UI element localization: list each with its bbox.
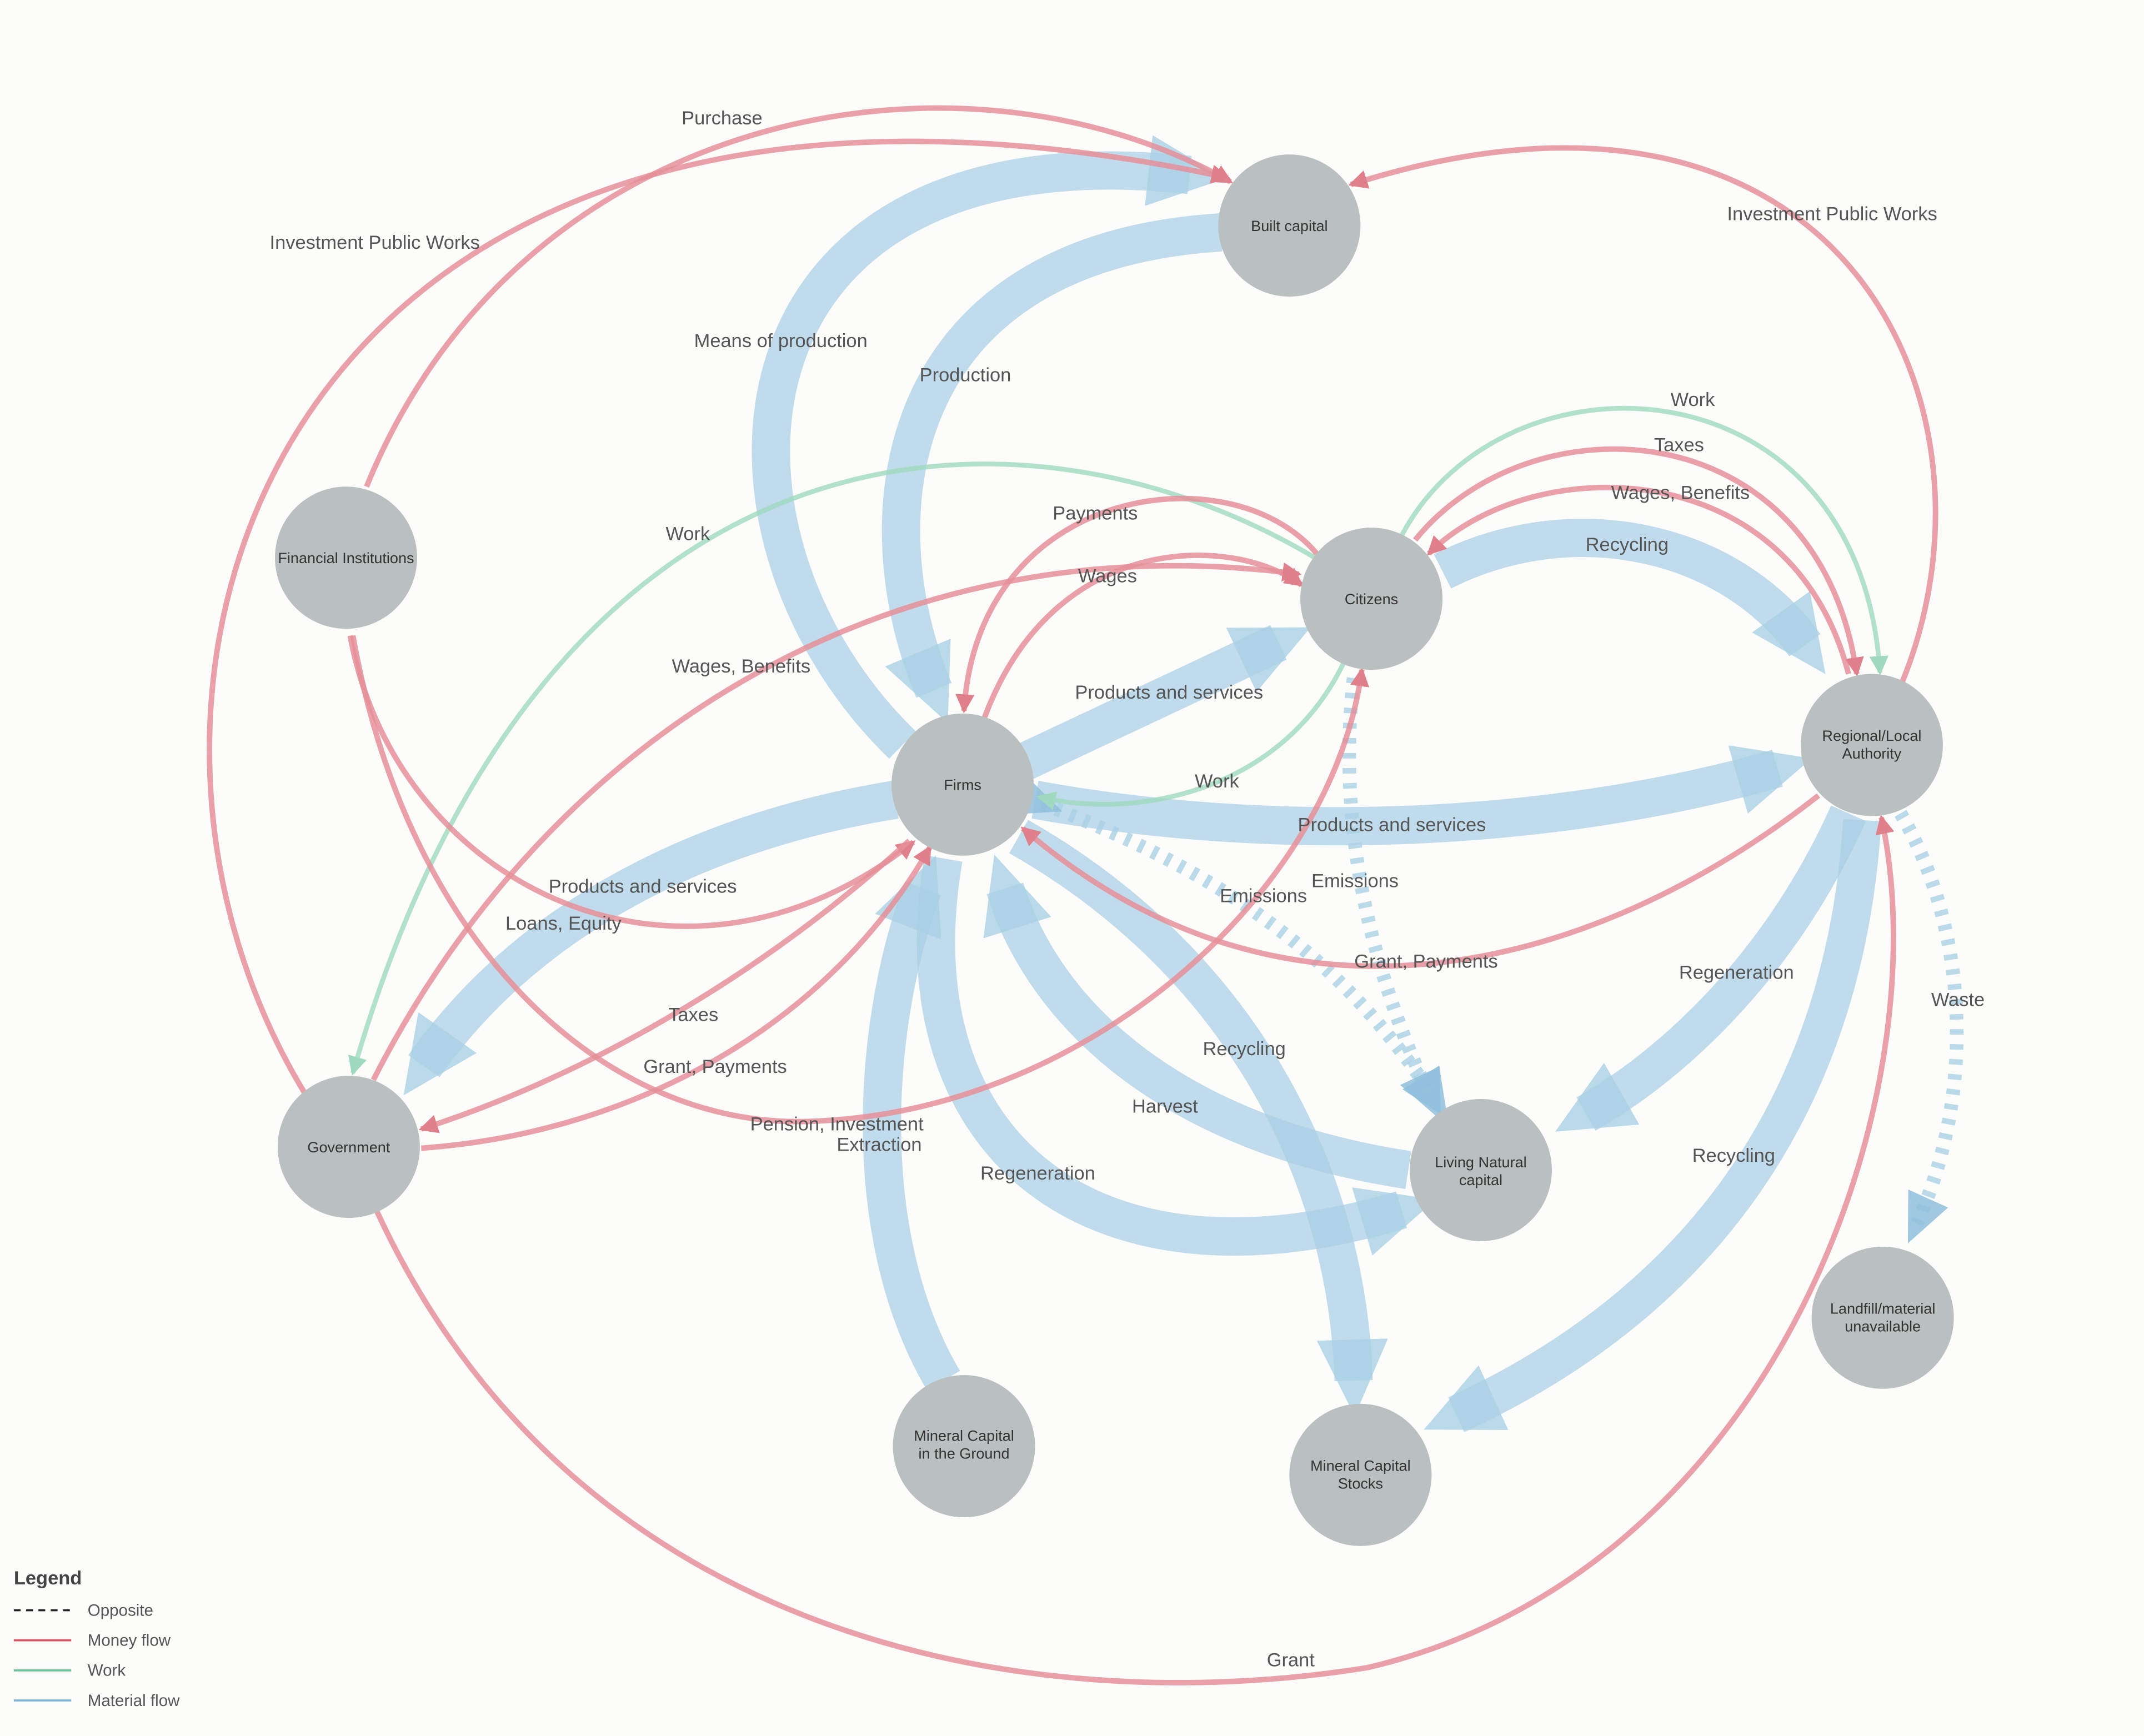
edge-ipw-government (207, 138, 1231, 1095)
legend-item-opposite: Opposite (88, 1601, 153, 1619)
edge-production (881, 213, 1223, 723)
edge-label: Extraction (836, 1135, 921, 1156)
node-label: Mineral Capital (914, 1427, 1014, 1444)
edge-label: Production (920, 365, 1011, 386)
edge-label: Emissions (1220, 886, 1307, 907)
node-firms[interactable]: Firms (891, 713, 1034, 856)
edge-wages (981, 552, 1304, 719)
node-government[interactable]: Government (277, 1076, 420, 1218)
edge-label: Work (1195, 771, 1240, 792)
edge-emissions-citizens (1342, 677, 1441, 1121)
edge-label: Investment Public Works (1727, 203, 1937, 224)
work-flows (348, 406, 1888, 1076)
node-label: unavailable (1845, 1317, 1921, 1334)
edge-wages-benefits-gov (370, 562, 1302, 1081)
edge-recycling-citizens (1434, 519, 1826, 674)
edge-label: Wages, Benefits (672, 656, 810, 677)
edge-grant (373, 815, 1896, 1685)
material-flows (403, 135, 1964, 1432)
edge-label: Products and services (1075, 682, 1263, 703)
node-financial-institutions[interactable]: Financial Institutions (274, 486, 417, 629)
edge-label: Wages (1078, 566, 1137, 587)
node-label: Financial Institutions (278, 549, 414, 566)
edge-label: Payments (1053, 503, 1138, 524)
edge-label: Taxes (668, 1005, 718, 1026)
edge-label: Work (1671, 389, 1716, 410)
legend-title: Legend (14, 1568, 82, 1589)
edge-work-government (348, 461, 1321, 1076)
node-landfill[interactable]: Landfill/material unavailable (1811, 1246, 1954, 1389)
edge-label: Pension, Investment (750, 1114, 924, 1135)
edge-label: Means of production (694, 330, 868, 352)
edge-label: Harvest (1132, 1096, 1198, 1117)
node-label: Citizens (1345, 590, 1398, 608)
edge-label: Recycling (1692, 1145, 1775, 1166)
edge-label: Loans, Equity (505, 913, 622, 934)
edge-extraction (863, 855, 960, 1391)
node-built-capital[interactable]: Built capital (1218, 154, 1361, 297)
node-label: Firms (944, 776, 981, 794)
edge-ps-citizens (1014, 625, 1311, 780)
edge-label: Products and services (1298, 815, 1486, 836)
edge-work-regional (1399, 406, 1888, 675)
edge-taxes-citizens (1412, 446, 1864, 677)
edge-label: Regeneration (980, 1163, 1095, 1184)
edge-regeneration-firms (916, 855, 1436, 1256)
edge-label: Recycling (1203, 1038, 1285, 1060)
edge-work-firms (1036, 655, 1349, 810)
edge-label: Taxes (1654, 434, 1704, 455)
edge-pension-investment (350, 635, 1370, 1125)
edge-labels: Means of production Production Products … (270, 108, 1985, 1670)
edge-label: Investment Public Works (270, 232, 480, 253)
legend-item-money: Money flow (88, 1632, 171, 1650)
edge-label: Grant, Payments (1354, 951, 1497, 972)
edge-ipw-regional (1348, 145, 1938, 688)
edge-waste (1895, 810, 1964, 1243)
edge-regeneration-regional (1555, 805, 1866, 1132)
money-flows (207, 105, 1938, 1685)
node-label: Stocks (1338, 1474, 1383, 1492)
node-mineral-capital-stocks[interactable]: Mineral Capital Stocks (1289, 1403, 1432, 1546)
edge-harvest (983, 854, 1411, 1190)
edge-wages-benefits-regional (1426, 484, 1851, 675)
node-label: Mineral Capital (1310, 1457, 1411, 1474)
edge-label: Waste (1931, 990, 1985, 1011)
node-label: Government (307, 1138, 390, 1156)
edge-label: Regeneration (1679, 962, 1794, 983)
node-mineral-capital-ground[interactable]: Mineral Capital in the Ground (893, 1375, 1035, 1518)
legend-item-work: Work (88, 1662, 126, 1680)
node-label: Built capital (1251, 217, 1328, 234)
node-label: Regional/Local (1822, 727, 1921, 744)
node-label: Landfill/material (1830, 1300, 1936, 1317)
edge-purchase (364, 105, 1233, 488)
node-label: Authority (1842, 745, 1902, 762)
node-citizens[interactable]: Citizens (1300, 528, 1443, 670)
edge-grant-payments-gov (421, 845, 933, 1151)
edge-means-of-production (752, 135, 1225, 759)
node-living-natural-capital[interactable]: Living Natural capital (1409, 1098, 1552, 1241)
nodes: Built capital Financial Institutions Cit… (274, 154, 1954, 1546)
edge-loans-equity (347, 635, 916, 929)
edge-recycling-regional (1424, 819, 1882, 1432)
edge-payments (955, 495, 1319, 714)
edge-grant-payments-regional (1020, 793, 1820, 969)
edge-label: Emissions (1311, 870, 1399, 891)
edge-label: Recycling (1586, 534, 1669, 555)
edge-label: Products and services (549, 876, 737, 897)
legend-item-material: Material flow (88, 1692, 180, 1710)
edge-taxes-firms (418, 839, 911, 1133)
node-label: in the Ground (919, 1444, 1010, 1462)
edge-ps-government (403, 780, 899, 1096)
legend: Legend Opposite Money flow Work Material… (14, 1568, 180, 1710)
edge-label: Grant, Payments (643, 1056, 787, 1077)
edge-label: Wages, Benefits (1611, 482, 1750, 503)
edge-label: Purchase (682, 108, 763, 129)
edge-label: Work (665, 523, 710, 544)
node-regional-authority[interactable]: Regional/Local Authority (1800, 674, 1943, 816)
edge-label: Grant (1267, 1649, 1315, 1670)
node-label: Living Natural (1435, 1153, 1526, 1171)
node-label: capital (1459, 1171, 1502, 1188)
